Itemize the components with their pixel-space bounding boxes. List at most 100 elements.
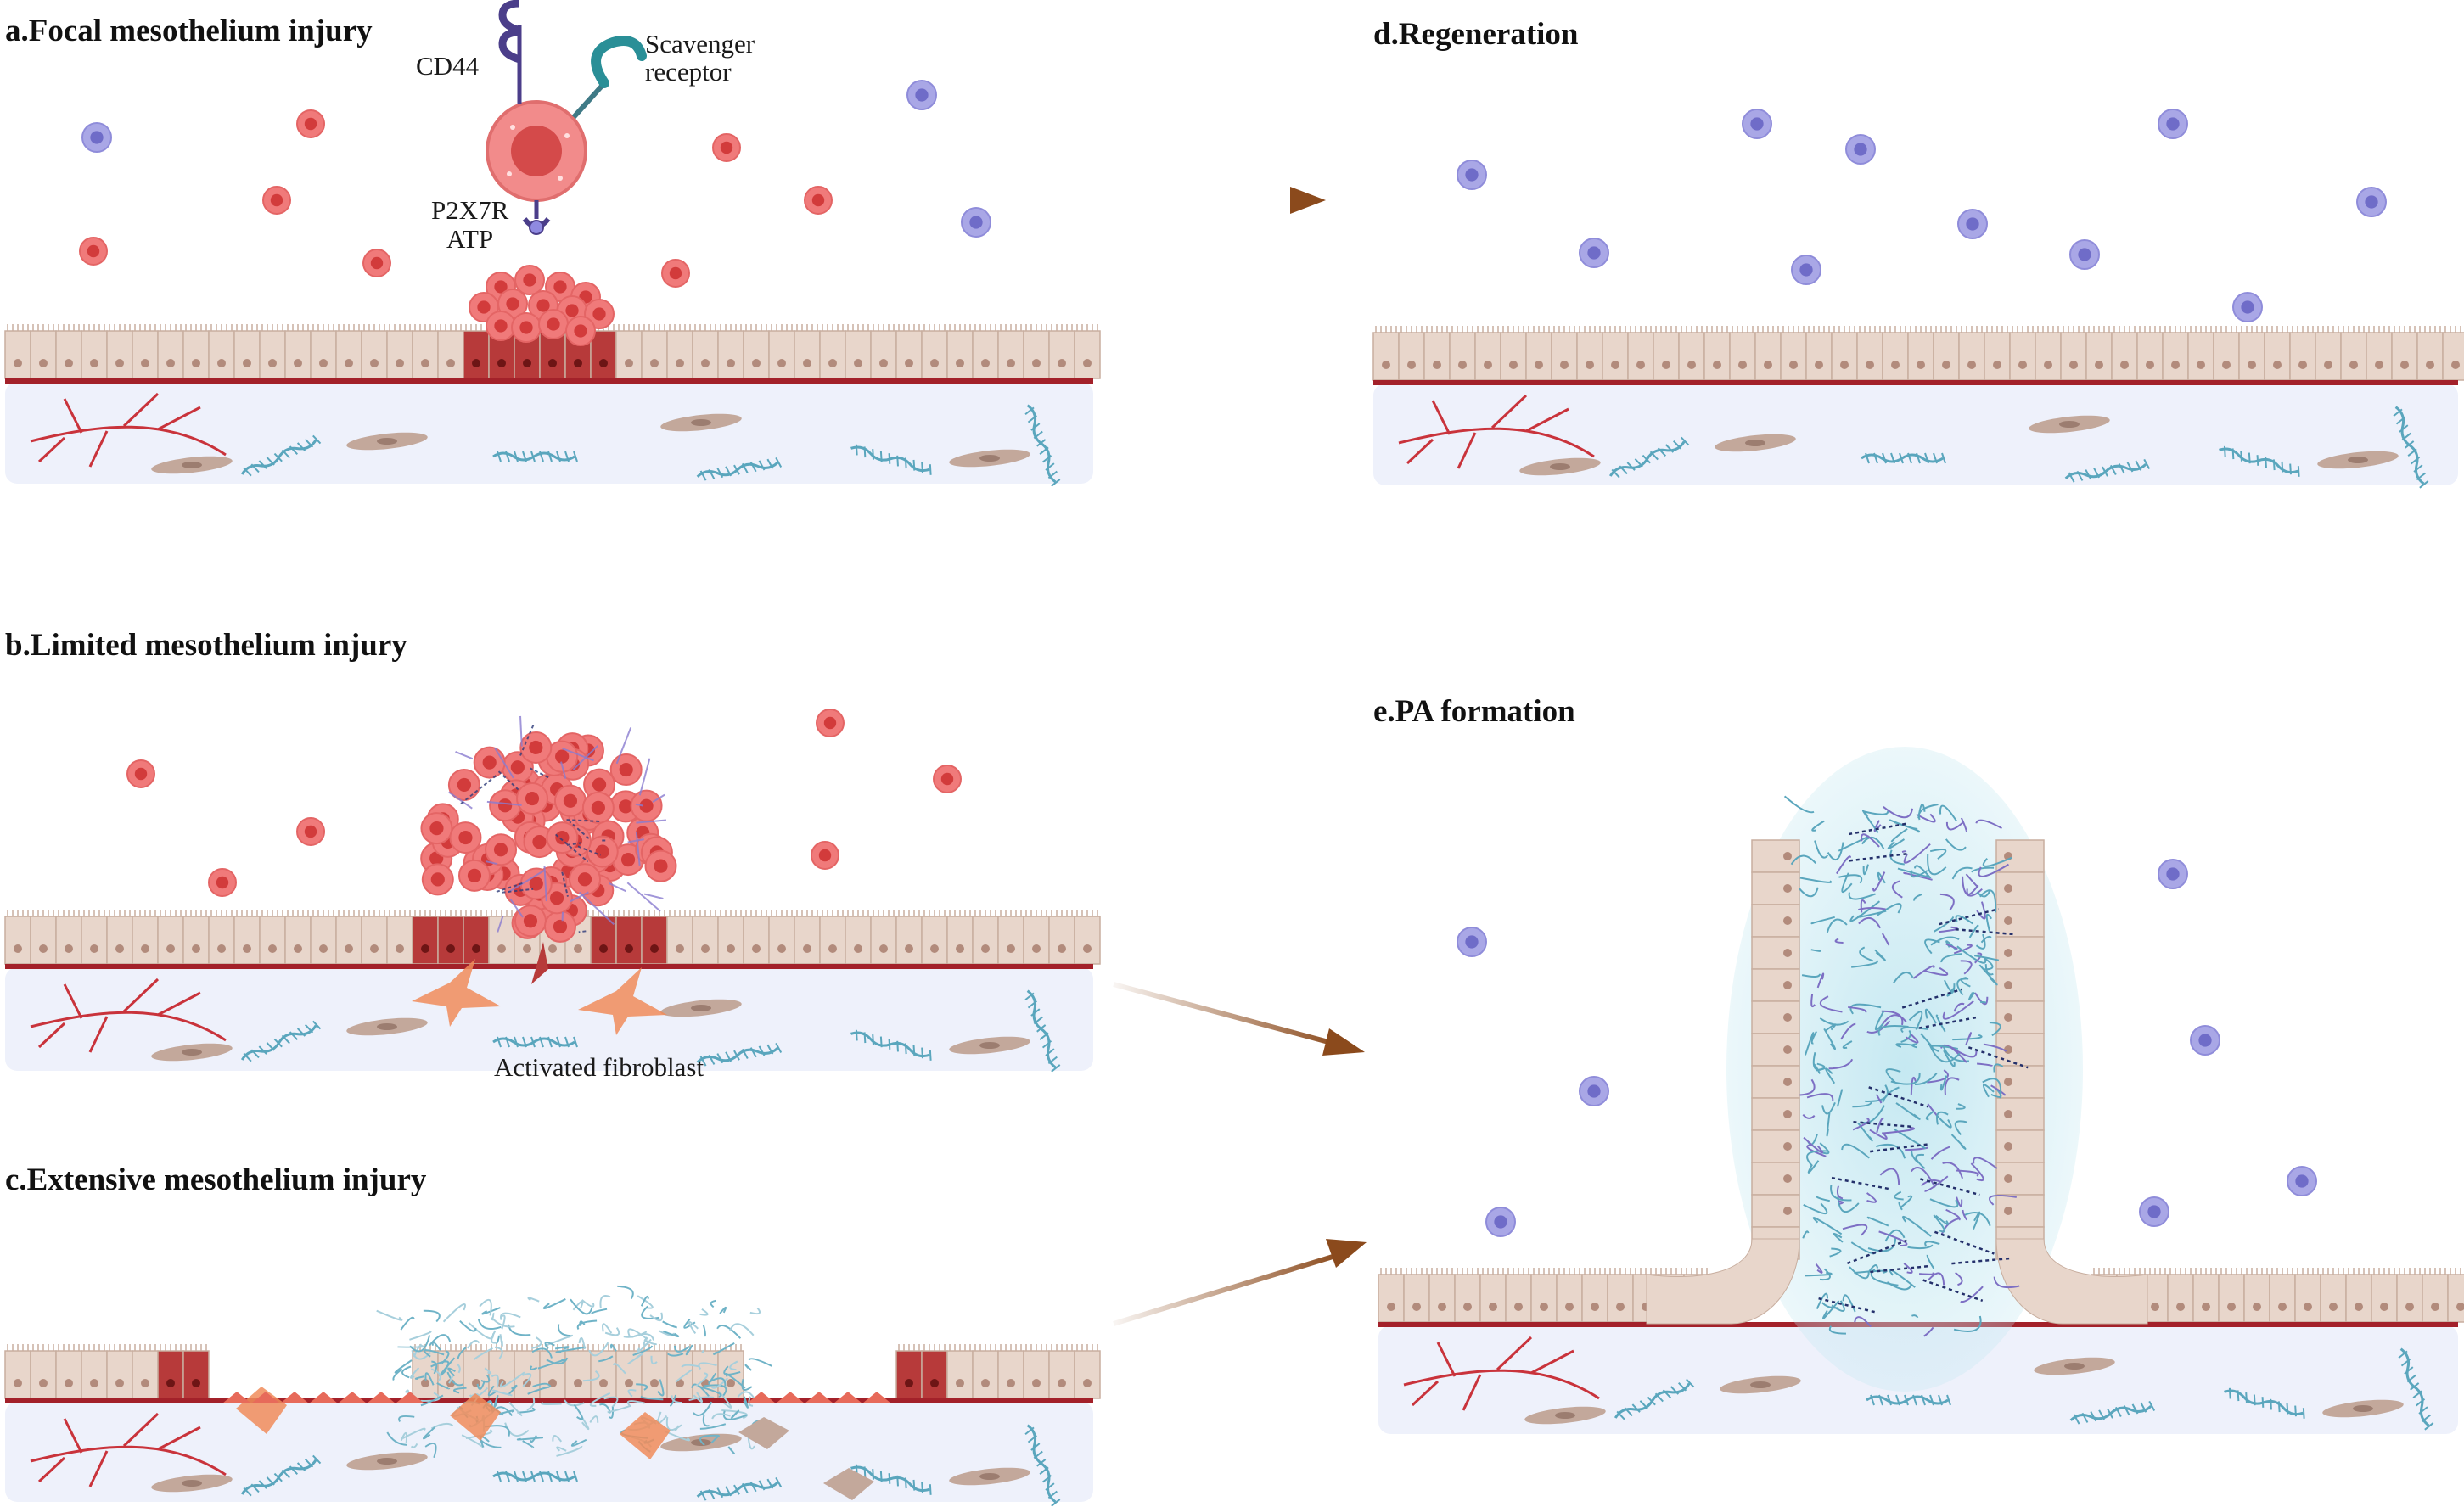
fibrin-fiber xyxy=(1910,1167,1936,1188)
fibrin-fiber xyxy=(494,1346,503,1359)
mesothelial-nucleus xyxy=(879,359,888,367)
mesothelial-cell xyxy=(81,330,108,379)
fibrin-fiber xyxy=(1979,889,1997,913)
fibrin-fiber xyxy=(1924,938,1940,955)
fibrin-strand xyxy=(508,869,546,894)
fibrin-fiber xyxy=(1841,1143,1870,1159)
fibrin-fiber xyxy=(1943,1050,1956,1067)
fibrin-fiber xyxy=(1874,949,1886,961)
mesothelial-cell xyxy=(1995,904,2045,938)
fibrin-fiber xyxy=(637,1338,652,1353)
mesothelial-cell xyxy=(972,916,999,965)
fibrin-fiber xyxy=(702,1415,710,1427)
neutrophil-nucleus xyxy=(523,914,538,928)
fibrin-fiber xyxy=(1939,893,1955,911)
fibrin-fiber xyxy=(721,1409,748,1420)
mesothelial-cell xyxy=(2294,1274,2321,1323)
mesothelial-cell xyxy=(2320,1274,2347,1323)
mesothelial-cell xyxy=(1653,332,1680,381)
mesothelial-nucleus xyxy=(192,1379,200,1387)
macrophage-nucleus xyxy=(1966,217,1979,231)
mesothelial-nucleus xyxy=(1942,361,1950,369)
mesothelial-cell xyxy=(743,916,770,965)
mesothelial-nucleus xyxy=(2004,949,2012,957)
mesothelial-cell xyxy=(437,330,464,379)
mesothelial-cell xyxy=(666,330,693,379)
mesothelial-nucleus xyxy=(1412,1303,1421,1311)
mesothelial-cell xyxy=(1449,332,1476,381)
mesothelial-cell xyxy=(997,330,1024,379)
fibrin-fiber xyxy=(1982,856,2012,867)
basement-membrane xyxy=(1373,380,2458,385)
neutrophil-nucleus xyxy=(270,193,283,207)
cd44-label: CD44 xyxy=(416,51,480,81)
fibrin-strand xyxy=(460,775,497,804)
collagen-fiber xyxy=(2069,1400,2156,1425)
mesothelial-nucleus xyxy=(828,944,837,953)
mesothelial-cell xyxy=(132,330,159,379)
blood-vessel xyxy=(1398,394,1595,469)
fibrin-fiber xyxy=(1861,833,1880,848)
flattened-mesothelial-cell xyxy=(309,1392,338,1403)
mesothelial-nucleus xyxy=(1407,361,1416,369)
neutrophil-nucleus xyxy=(525,791,540,806)
mesothelial-nucleus xyxy=(2146,361,2154,369)
fibrin-fiber xyxy=(1952,1034,1983,1041)
macrophage-nucleus xyxy=(1750,117,1764,131)
neutrophil-nucleus xyxy=(577,872,592,887)
fibrin-fiber xyxy=(1930,936,1960,946)
fibrin-fiber xyxy=(1891,880,1903,899)
fibrin-fiber xyxy=(1877,871,1886,884)
mesothelial-nucleus xyxy=(2095,361,2103,369)
fibrin-fiber xyxy=(570,1298,593,1315)
collagen-strand xyxy=(1951,1257,2012,1265)
mesothelial-cell xyxy=(1995,1129,2045,1163)
macrophage-nucleus xyxy=(2166,867,2180,881)
mesothelial-cell xyxy=(1074,330,1101,379)
fibrin-fiber xyxy=(480,1438,502,1448)
fibrin-fiber xyxy=(1861,837,1885,850)
collagen-fiber xyxy=(492,1471,578,1482)
mesothelial-cell xyxy=(1805,332,1833,381)
fibrin-fiber xyxy=(400,1316,415,1331)
fibrin-fiber xyxy=(1894,821,1920,833)
fibrin-fiber xyxy=(1828,1058,1854,1070)
mesothelial-cell xyxy=(666,1350,693,1399)
collagen-strand xyxy=(1849,852,1910,862)
fibrin-fiber xyxy=(1810,1030,1817,1045)
activated-neutrophil xyxy=(486,100,587,202)
fibrin-fiber xyxy=(542,1298,566,1309)
mesothelial-cell xyxy=(1678,332,1705,381)
fibrin-fiber xyxy=(613,1363,626,1375)
fibrin-fiber xyxy=(1926,1254,1935,1269)
neutrophil-nucleus xyxy=(720,141,733,154)
fibrin-fiber xyxy=(499,1371,525,1388)
mesothelial-cell xyxy=(2111,332,2138,381)
mesothelial-cell xyxy=(310,330,337,379)
macrophage-nucleus xyxy=(2147,1205,2161,1218)
fibrin-fiber xyxy=(546,1357,569,1365)
fibrin-fiber xyxy=(1974,992,1989,1006)
mesothelial-cell xyxy=(641,330,668,379)
mesothelial-cell xyxy=(1995,871,2045,905)
mesothelial-nucleus xyxy=(2004,1174,2012,1183)
flattened-mesothelial-cell xyxy=(222,1392,251,1403)
mesothelial-nucleus xyxy=(905,944,913,953)
fibroblast xyxy=(823,1468,874,1500)
scavenger-label-line1: Scavenger xyxy=(645,29,755,59)
fibrin-fiber xyxy=(1848,1006,1867,1013)
collagen-fiber xyxy=(240,1020,322,1062)
panel-a-tissue xyxy=(4,324,1101,487)
mesothelial-nucleus xyxy=(930,944,939,953)
mesothelial-cell xyxy=(1751,1097,1800,1131)
fibrin-strand xyxy=(578,891,615,926)
flattened-mesothelial-cell xyxy=(251,1392,280,1403)
mesothelial-cell xyxy=(590,1350,617,1399)
fibrin-fiber xyxy=(457,1364,461,1374)
fibrin-fiber xyxy=(1929,1198,1959,1208)
arrow-c-to-e xyxy=(1113,1239,1367,1326)
mesothelial-cell xyxy=(819,330,846,379)
mesothelial-nucleus xyxy=(1586,361,1594,369)
fibrin-fiber xyxy=(729,1360,738,1371)
neutrophil-nucleus xyxy=(536,299,550,312)
